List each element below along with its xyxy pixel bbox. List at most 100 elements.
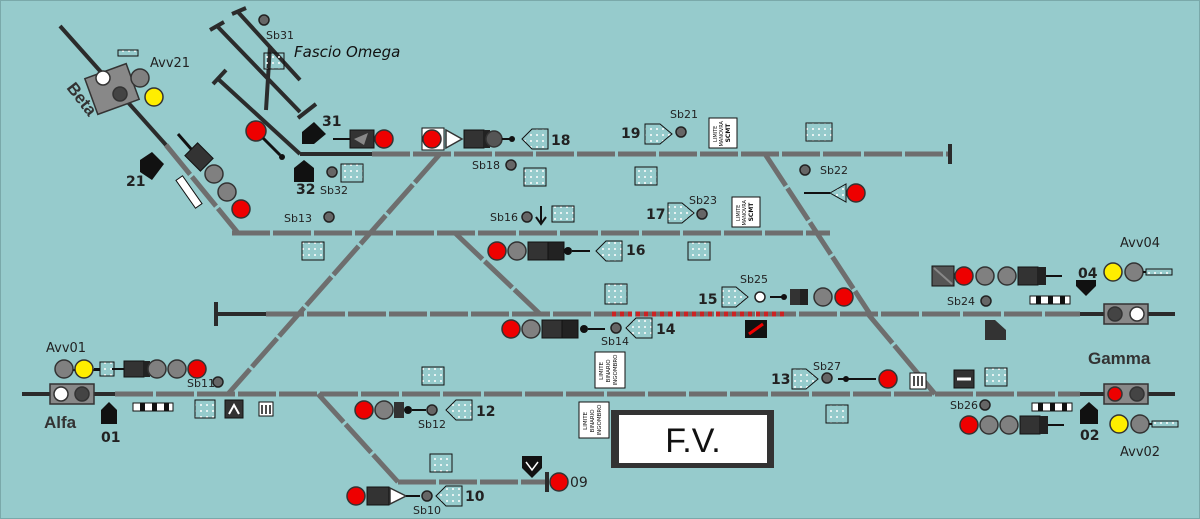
signal-12[interactable]	[354, 399, 473, 421]
board-text: SCMT	[748, 202, 755, 222]
dot-panel-sb32	[340, 163, 364, 183]
route-mark-icon	[748, 322, 764, 336]
switch-label-sb21: Sb21	[670, 108, 698, 121]
signal-09-light[interactable]	[549, 472, 569, 492]
signal-gamma-upper[interactable]	[1103, 303, 1149, 325]
dot-panel-track-19	[634, 166, 658, 186]
switch-indicator-sb31[interactable]	[258, 14, 270, 26]
switch-indicator-sb32[interactable]	[326, 166, 338, 178]
switch-indicator-sb13[interactable]	[323, 211, 335, 223]
barrier-gamma-upper-stripes	[1036, 296, 1065, 304]
chevron-up-icon	[228, 402, 240, 415]
signal-avv21[interactable]	[83, 49, 164, 116]
switch-label-sb11: Sb11	[187, 377, 215, 390]
switch-label-sb13: Sb13	[284, 212, 312, 225]
fascio-track-c	[215, 76, 302, 156]
switch-indicator-sb26[interactable]	[979, 399, 991, 411]
switch-indicator-sb10[interactable]	[421, 490, 433, 502]
switch-label-sb14: Sb14	[601, 335, 629, 348]
board-text: LIMITE	[583, 411, 589, 429]
signal-beta-exit[interactable]	[176, 133, 251, 219]
signal-label-avv04: Avv04	[1120, 236, 1160, 251]
signal-02-shape[interactable]	[1080, 402, 1098, 424]
svg-text:LIMITE BINARIO ING: LIMITE BINARIO INGOMBRO	[599, 354, 619, 386]
board-limite-manovra-scmt-2: LIMITE MANOVRA SCMT	[731, 196, 761, 228]
switch-indicator-sb25[interactable]	[754, 291, 766, 303]
switch-label-sb31: Sb31	[266, 29, 294, 42]
switch-indicator-sb16[interactable]	[521, 211, 533, 223]
track-number-18: 18	[551, 133, 570, 149]
signal-04-group[interactable]	[931, 265, 1062, 287]
chevron-box-icon	[224, 399, 244, 419]
signal-09-shape[interactable]	[522, 456, 542, 478]
switch-indicator-sb23[interactable]	[696, 208, 708, 220]
signal-11[interactable]	[112, 359, 207, 379]
dot-panel-track-10	[429, 453, 453, 473]
fascio-buffer-3	[211, 68, 228, 86]
track-number-17: 17	[646, 207, 665, 223]
dot-panel-track-15	[604, 283, 628, 305]
dot-panel-sb26	[984, 367, 1008, 387]
track-number-16: 16	[626, 243, 645, 259]
signal-01-shape[interactable]	[101, 402, 117, 424]
diagonal-left-upper[interactable]	[226, 152, 442, 396]
fascio-buffer-1	[231, 6, 247, 16]
switch-indicator-sb18[interactable]	[505, 159, 517, 171]
signal-15[interactable]	[721, 286, 854, 308]
dot-panel-track-17-left	[301, 241, 325, 261]
fascio-buffer-2	[209, 20, 225, 32]
barrier-beta	[175, 175, 203, 209]
signal-alfa-home[interactable]	[49, 383, 95, 405]
track-21[interactable]	[164, 143, 240, 235]
signal-32-shape[interactable]	[294, 160, 314, 182]
switch-label-sb22: Sb22	[820, 164, 848, 177]
station-box: F.V.	[611, 410, 774, 468]
track-number-02: 02	[1080, 428, 1099, 444]
signal-avv02[interactable]	[1109, 414, 1179, 434]
switch-label-sb12: Sb12	[418, 418, 446, 431]
board-text: MANOVRA	[742, 200, 748, 226]
switch-indicator-sb22[interactable]	[799, 164, 811, 176]
switch-indicator-sb27[interactable]	[821, 372, 833, 384]
diagonal-to-10[interactable]	[316, 392, 400, 484]
board-limite-binario-ingombro-2: LIMITE BINARIO INGOMBRO	[578, 401, 610, 439]
signal-avv01[interactable]	[54, 359, 115, 379]
chevron-down-icon	[525, 461, 539, 472]
track-number-32: 32	[296, 182, 315, 198]
diagonal-left-mid[interactable]	[453, 231, 542, 316]
signal-gamma-lower[interactable]	[1103, 383, 1149, 405]
track-number-13: 13	[771, 372, 790, 388]
dot-panel-sb16	[551, 205, 575, 223]
signal-31-main[interactable]	[333, 129, 394, 149]
switch-indicator-sb14[interactable]	[610, 322, 622, 334]
signal-fascio[interactable]	[245, 120, 285, 160]
signal-17-shape[interactable]	[667, 202, 695, 224]
diagonal-right-upper[interactable]	[762, 152, 873, 316]
signal-16[interactable]	[487, 240, 623, 262]
comb-icon-lines	[913, 376, 923, 386]
signal-13[interactable]	[791, 368, 898, 390]
signal-18[interactable]	[421, 127, 549, 151]
switch-indicator-sb12[interactable]	[426, 404, 438, 416]
sb24-shape	[985, 320, 1006, 340]
board-text: BINARIO	[590, 409, 596, 433]
switch-indicator-sb21[interactable]	[675, 126, 687, 138]
signal-04-shape[interactable]	[1076, 280, 1096, 296]
signal-21-shape[interactable]	[140, 152, 164, 180]
signal-31-shape[interactable]	[302, 122, 326, 144]
track-number-09: 09	[570, 475, 588, 491]
switch-indicator-sb11[interactable]	[212, 376, 224, 388]
signal-sb22[interactable]	[804, 183, 866, 203]
signal-14[interactable]	[501, 317, 653, 339]
signal-10[interactable]	[346, 485, 463, 507]
signal-avv04[interactable]	[1103, 262, 1173, 282]
tracks	[22, 6, 1175, 492]
dot-panel-track-17-right	[687, 241, 711, 261]
dot-panel-19-right	[805, 122, 833, 142]
track-number-19: 19	[621, 126, 640, 142]
board-text: SCMT	[725, 123, 732, 143]
signal-19-shape[interactable]	[644, 123, 673, 145]
switch-indicator-sb24[interactable]	[980, 295, 992, 307]
dot-panel-main-right	[825, 404, 849, 424]
signal-02-group[interactable]	[959, 415, 1064, 435]
